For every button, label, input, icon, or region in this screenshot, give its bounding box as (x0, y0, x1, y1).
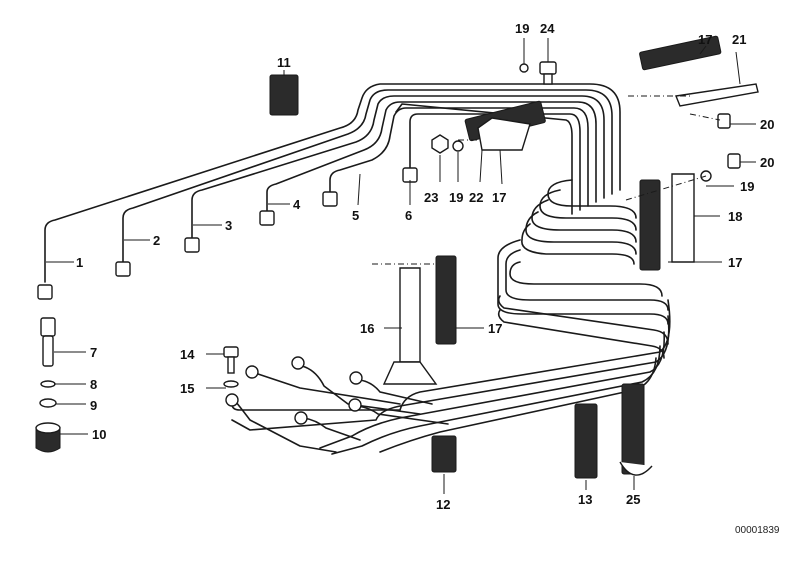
callout-22: 22 (469, 190, 483, 205)
callout-24: 24 (540, 21, 555, 36)
callout-20-upper: 20 (760, 117, 774, 132)
eyelet (245, 365, 259, 379)
washer-15 (223, 380, 239, 388)
clamp-17-top (639, 35, 722, 71)
bolt-14-head (223, 346, 239, 358)
injection-valve-stack (35, 317, 61, 453)
upper-injection-lines (44, 83, 621, 283)
bolt-24-shank (543, 73, 553, 85)
brackets (382, 83, 759, 385)
callout-6: 6 (405, 208, 412, 223)
callout-17-mid: 17 (492, 190, 506, 205)
callout-25: 25 (626, 492, 640, 507)
callout-10: 10 (92, 427, 106, 442)
washer-19-top (519, 63, 529, 73)
assembly-center-lines (372, 95, 721, 265)
bracket-21 (675, 83, 759, 107)
eyelet (225, 393, 239, 407)
eyelet (294, 411, 308, 425)
callout-15: 15 (180, 381, 194, 396)
callout-7: 7 (90, 345, 97, 360)
valve-hex (40, 317, 56, 337)
eyelet (349, 371, 363, 385)
nut-23 (431, 134, 449, 154)
callout-19-right: 19 (740, 179, 754, 194)
eyelet (348, 398, 362, 412)
washer-9 (39, 398, 57, 408)
callout-20-lower: 20 (760, 155, 774, 170)
callout-16: 16 (360, 321, 374, 336)
clamp-25-hook (619, 461, 653, 476)
line-5-nut (322, 191, 338, 207)
line-6-nut (402, 167, 418, 183)
callout-18: 18 (728, 209, 742, 224)
bracket-18 (671, 173, 695, 263)
line-3-nut (184, 237, 200, 253)
document-number: 00001839 (735, 525, 780, 536)
bolt-and-washer (223, 346, 239, 388)
leader-lines (46, 38, 756, 494)
clamp-12 (431, 435, 457, 473)
callout-1: 1 (76, 255, 83, 270)
bolt-14-shank (227, 356, 235, 374)
callout-19-mid: 19 (449, 190, 463, 205)
grommet-top (35, 422, 61, 434)
washer-19-mid (452, 140, 464, 152)
callout-17-right: 17 (728, 255, 742, 270)
washer-8 (40, 380, 56, 388)
callout-labels: 1 2 3 4 5 6 7 8 9 10 11 12 13 14 15 16 1… (76, 21, 774, 512)
bolt-24-head (539, 61, 557, 75)
callout-3: 3 (225, 218, 232, 233)
clamp-17-center (435, 255, 457, 345)
bolt-20-upper-head (717, 113, 731, 129)
clamp-25 (621, 383, 645, 475)
callout-13: 13 (578, 492, 592, 507)
callout-19-top: 19 (515, 21, 529, 36)
callout-2: 2 (153, 233, 160, 248)
callout-17-center: 17 (488, 321, 502, 336)
bolt-20-lower-head (727, 153, 741, 169)
line-4-nut (259, 210, 275, 226)
callout-12: 12 (436, 497, 450, 512)
bracket-22 (477, 117, 531, 151)
clamp-13 (574, 403, 598, 479)
callout-4: 4 (293, 197, 301, 212)
clamp-17-right (639, 179, 661, 271)
callout-23: 23 (424, 190, 438, 205)
clamp-11 (269, 74, 299, 116)
callout-9: 9 (90, 398, 97, 413)
bracket-16-foot (382, 361, 438, 385)
callout-11: 11 (277, 55, 291, 70)
callout-8: 8 (90, 377, 97, 392)
banjo-eyelets (225, 356, 363, 425)
line-2-nut (115, 261, 131, 277)
callout-21: 21 (732, 32, 746, 47)
callout-14: 14 (180, 347, 195, 362)
line-end-fittings (37, 167, 418, 300)
bracket-16 (399, 267, 421, 363)
line-1-nut (37, 284, 53, 300)
callout-17-top: 17 (698, 32, 712, 47)
callout-5: 5 (352, 208, 359, 223)
injection-valve (42, 335, 54, 367)
eyelet (291, 356, 305, 370)
